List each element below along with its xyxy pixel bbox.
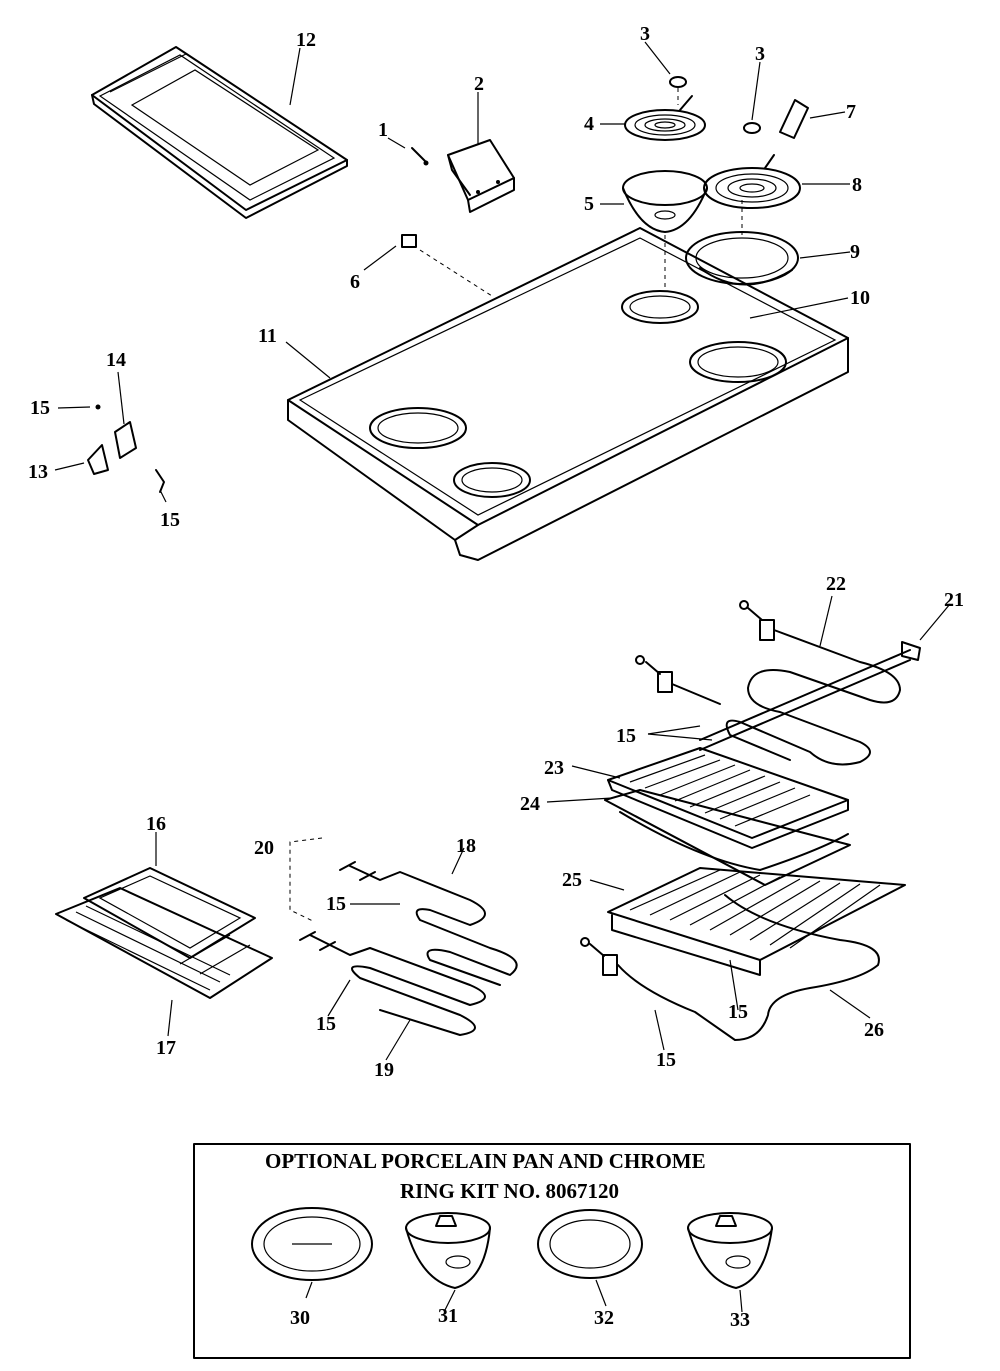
callout-7: 7 [846,101,856,123]
part-25-oven-rack [607,867,906,976]
part-33-porcelain-pan [687,1212,773,1289]
assembly-line [289,837,323,923]
leader-lines [54,41,951,1061]
callout-15g: 15 [656,1049,676,1071]
part-9-trim-ring [685,231,799,286]
kit-title-line2: RING KIT NO. 8067120 [400,1179,619,1203]
callout-15d: 15 [326,893,346,915]
callout-15a: 15 [30,397,50,419]
callout-4: 4 [584,113,594,135]
part-1-screw [411,147,429,166]
callout-32: 32 [594,1307,614,1329]
part-22-broil-element [699,600,911,766]
callout-24: 24 [520,793,540,815]
part-31-porcelain-pan [405,1212,491,1289]
part-15-screw-b [155,469,165,493]
part-6-clip [401,234,493,297]
callout-21: 21 [944,589,964,611]
callout-2: 2 [474,73,484,95]
callout-5: 5 [584,193,594,215]
callout-labels: 12 2 1 3 3 4 7 8 5 9 6 10 11 14 15 13 15… [28,23,964,1331]
kit-title-line1: OPTIONAL PORCELAIN PAN AND CHROME [265,1149,706,1173]
callout-15f: 15 [316,1013,336,1035]
callout-31: 31 [438,1305,458,1327]
part-11-cooktop [287,227,849,561]
part-19-bake-element [299,931,486,1036]
callout-33: 33 [730,1309,750,1331]
part-22-bake-bracket [635,655,721,705]
part-21-bracket [901,641,921,661]
callout-15b: 15 [160,509,180,531]
callout-15e: 15 [728,1001,748,1023]
callout-30: 30 [290,1307,310,1329]
part-24-broil-pan [604,789,851,886]
callout-20: 20 [254,837,274,859]
part-3-knob-a [669,76,687,105]
part-7-receptacle [779,99,809,139]
part-14-switch [114,421,137,459]
callout-18: 18 [456,835,476,857]
part-3-knob-b [743,122,761,134]
callout-14: 14 [106,349,126,371]
callout-11: 11 [258,325,277,347]
callout-9: 9 [850,241,860,263]
part-5-drip-bowl [622,170,708,233]
part-8-surface-element [703,154,801,209]
part-13-clip [87,444,109,475]
part-23-broil-pan-insert [607,747,849,849]
part-12-cover [91,46,348,219]
callout-1: 1 [378,119,388,141]
callout-12: 12 [296,29,316,51]
callout-25: 25 [562,869,582,891]
part-15-screw-a [95,404,101,410]
callout-19: 19 [374,1059,394,1081]
callout-8: 8 [852,174,862,196]
callout-23: 23 [544,757,564,779]
part-26-cord [580,894,880,1041]
callout-16: 16 [146,813,166,835]
part-16-pan [83,867,256,959]
optional-kit-box: OPTIONAL PORCELAIN PAN AND CHROME RING K… [193,1143,911,1359]
part-30-chrome-ring [251,1207,373,1299]
callout-6: 6 [350,271,360,293]
part-32-chrome-ring [537,1209,643,1279]
callout-15c: 15 [616,725,636,747]
callout-17: 17 [156,1037,176,1059]
part-18-bake-element [339,861,518,986]
callout-22: 22 [826,573,846,595]
kit-leader-lines [444,1279,743,1313]
callout-26: 26 [864,1019,884,1041]
callout-3b: 3 [755,43,765,65]
callout-13: 13 [28,461,48,483]
part-2-bracket [447,139,515,213]
callout-10: 10 [850,287,870,309]
part-17-rack [55,887,273,999]
part-4-surface-element [624,95,706,141]
callout-3a: 3 [640,23,650,45]
